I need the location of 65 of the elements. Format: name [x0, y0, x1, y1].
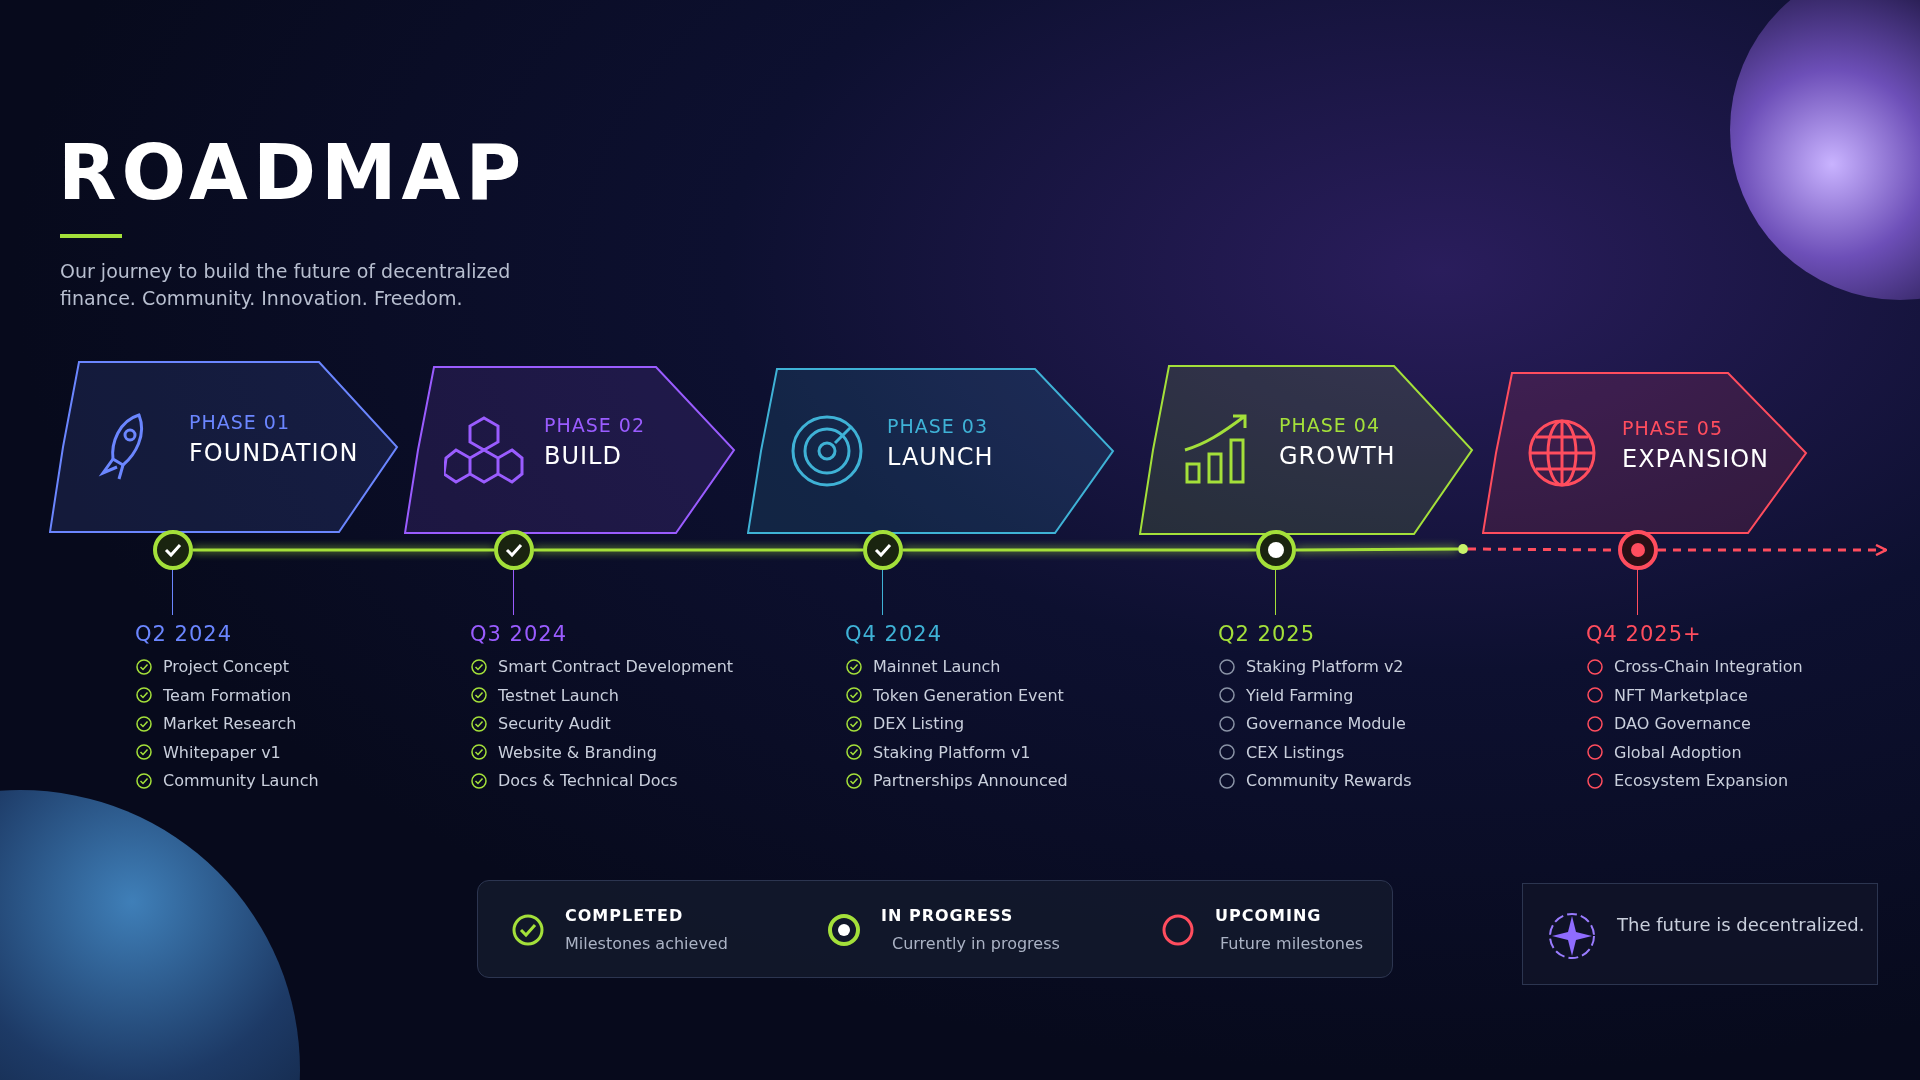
milestone-dot [1256, 530, 1296, 570]
phase-title: GROWTH [1279, 442, 1396, 470]
milestone-item: Token Generation Event [873, 685, 1064, 705]
timeline-line [903, 548, 1256, 552]
quarter-label: Q2 2024 [135, 622, 232, 646]
milestone-item: DEX Listing [873, 714, 965, 733]
milestone-item: Governance Module [1246, 714, 1406, 733]
milestone-item: Cross-Chain Integration [1614, 657, 1803, 676]
milestone-dot [863, 530, 903, 570]
milestone-item: Mainnet Launch [873, 657, 1001, 676]
milestone-item: Whitepaper v1 [163, 742, 281, 762]
quarter-label: Q4 2024 [845, 622, 942, 646]
phase-number: PHASE 01 [189, 411, 292, 433]
phase-number: PHASE 03 [887, 415, 990, 437]
milestone-item: Staking Platform v1 [873, 742, 1031, 762]
phase-title: FOUNDATION [189, 439, 359, 467]
milestone-dot [153, 530, 193, 570]
legend-label: COMPLETED [565, 906, 684, 925]
milestone-item: DAO Governance [1614, 714, 1751, 733]
timeline-arrow [1658, 543, 1888, 557]
milestone-dot [1618, 530, 1658, 570]
milestone-item: Partnerships Announced [873, 771, 1068, 790]
phase-number: PHASE 05 [1622, 417, 1725, 439]
phase-title: EXPANSION [1622, 445, 1770, 473]
legend-description: Future milestones [1220, 933, 1364, 955]
milestone-item: Global Adoption [1614, 742, 1742, 762]
phase-card [747, 368, 1115, 534]
milestone-item: Smart Contract Development [498, 657, 734, 676]
legend-description: Milestones achieved [565, 933, 728, 955]
timeline-line [193, 548, 494, 552]
milestone-item: Market Research [163, 714, 297, 733]
milestone-item: Community Rewards [1246, 771, 1412, 790]
line-end-dot [1458, 544, 1468, 554]
tagline: The future is decentralized. [1617, 913, 1865, 937]
legend-description: Currently in progress [892, 933, 1060, 955]
legend-label: IN PROGRESS [881, 906, 1014, 925]
phase-card [1139, 365, 1474, 535]
quarter-label: Q3 2024 [470, 622, 567, 646]
phase-number: PHASE 02 [544, 414, 646, 436]
phase-title: BUILD [544, 442, 623, 470]
milestone-item: Testnet Launch [498, 685, 619, 705]
timeline-line [534, 548, 863, 552]
milestone-item: Yield Farming [1246, 685, 1354, 705]
milestone-dot [494, 530, 534, 570]
milestone-item: CEX Listings [1246, 742, 1345, 762]
milestone-item: Community Launch [163, 771, 319, 790]
legend-label: UPCOMING [1215, 906, 1322, 925]
milestone-item: Ecosystem Expansion [1614, 771, 1788, 790]
milestone-item: Docs & Technical Docs [498, 771, 678, 790]
milestone-item: NFT Marketplace [1614, 685, 1748, 705]
subtitle: Our journey to build the future of decentralized finance. Community. Innovation. Freedom. [60, 259, 512, 311]
phase-card [49, 361, 399, 533]
quarter-label: Q2 2025 [1218, 622, 1315, 646]
milestone-item: Project Concept [163, 657, 289, 676]
quarter-label: Q4 2025+ [1586, 622, 1702, 646]
milestone-item: Security Audit [498, 714, 611, 733]
phase-card [1482, 372, 1808, 534]
page-title: ROADMAP [58, 128, 527, 217]
milestone-item: Staking Platform v2 [1246, 657, 1404, 676]
milestone-item: Team Formation [163, 685, 292, 705]
milestone-item: Website & Branding [498, 742, 657, 762]
phase-title: LAUNCH [887, 443, 994, 471]
timeline-line [1296, 547, 1458, 552]
phase-number: PHASE 04 [1279, 414, 1382, 436]
phase-card [404, 366, 736, 534]
